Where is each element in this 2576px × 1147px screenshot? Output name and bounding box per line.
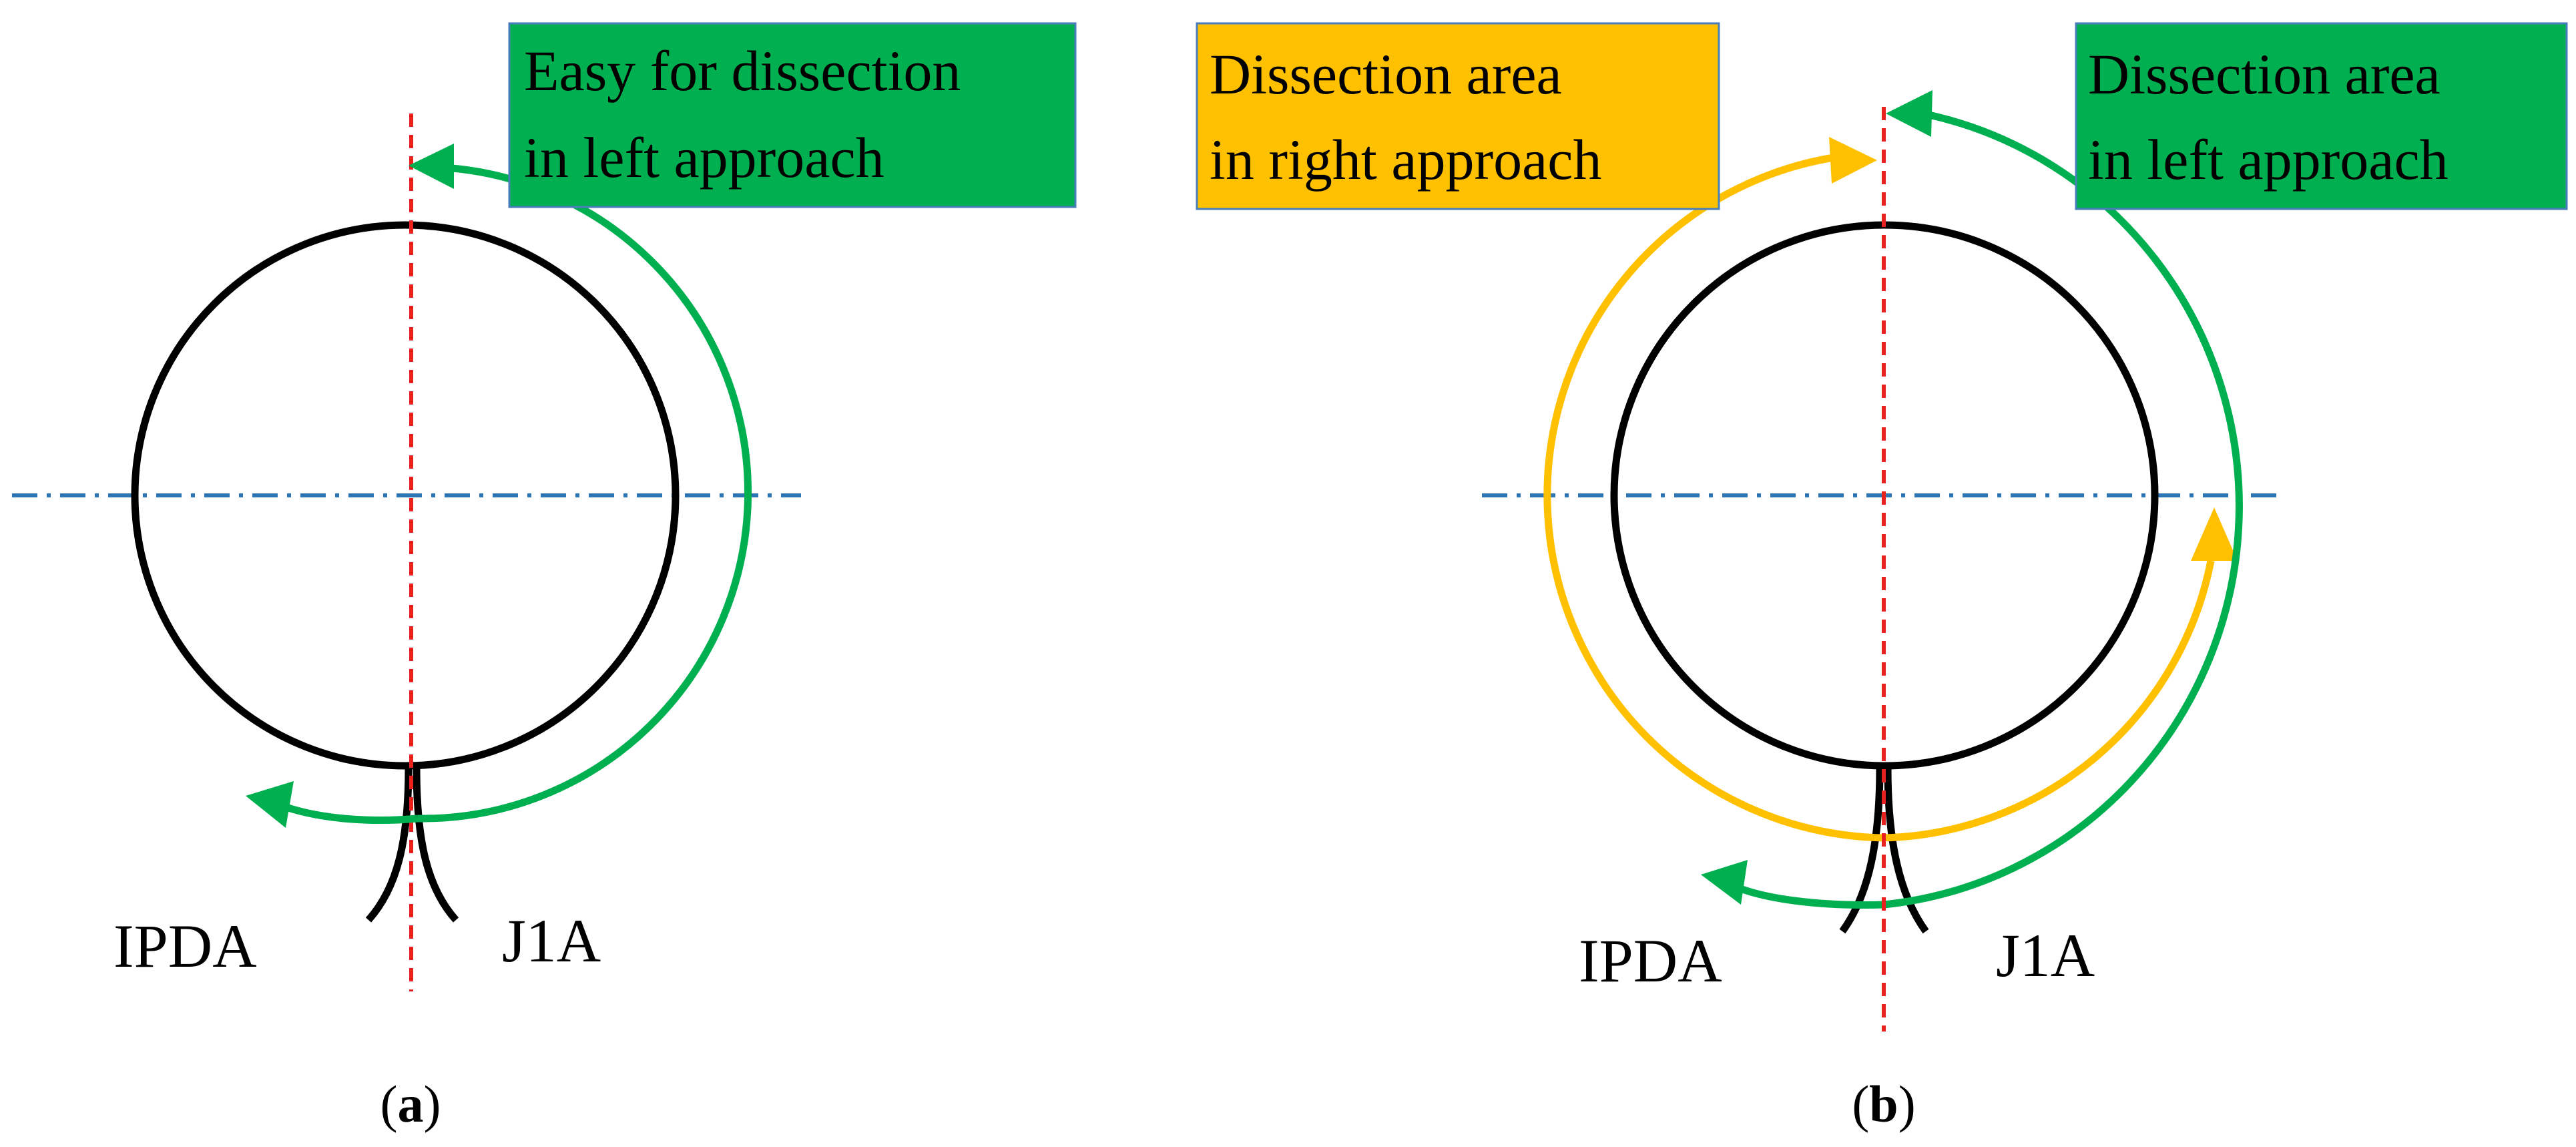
panel-b-right-approach-line2: in right approach xyxy=(1210,128,1601,192)
panel-b-yellow-arrowhead-right xyxy=(2191,507,2238,561)
panel-a: Easy for dissection in left approach IPD… xyxy=(12,22,1077,1133)
panel-b-yellow-arc-left xyxy=(1543,152,1884,842)
panel-a-green-arc-arrow xyxy=(417,163,752,823)
panel-a-j1a-branch xyxy=(413,767,459,923)
panel-b-green-arrowhead-top xyxy=(1886,90,1933,137)
panel-b-left-approach-line1: Dissection area xyxy=(2088,42,2440,106)
panel-b-right-approach-box-bg xyxy=(1196,22,1720,210)
panel-a-green-arrowhead-bottom xyxy=(246,781,294,828)
panel-b-caption: (b) xyxy=(1852,1075,1915,1133)
panel-b: Dissection area in right approach Dissec… xyxy=(1196,22,2568,1133)
panel-a-green-arc-lower xyxy=(279,801,418,825)
panel-a-label-box-bg xyxy=(508,22,1077,208)
panel-b-ipda-label: IPDA xyxy=(1579,927,1722,995)
panel-b-left-approach-box-bg xyxy=(2075,22,2568,210)
panel-a-ipda-label: IPDA xyxy=(113,912,257,980)
panel-b-left-approach-box: Dissection area in left approach xyxy=(2075,22,2568,210)
panel-b-left-approach-line2: in left approach xyxy=(2088,128,2449,192)
panel-b-yellow-arc-right xyxy=(1883,559,2215,842)
panel-a-ipda-branch xyxy=(365,767,413,923)
panel-a-label-line1: Easy for dissection xyxy=(524,39,961,103)
panel-a-green-arrowhead-top xyxy=(409,144,454,189)
panel-a-label-box: Easy for dissection in left approach xyxy=(508,22,1077,208)
panel-a-j1a-label: J1A xyxy=(502,907,601,975)
panel-a-label-line2: in left approach xyxy=(524,126,884,190)
panel-b-green-arrowhead-bottom xyxy=(1701,860,1748,905)
panel-b-yellow-arrowhead-top xyxy=(1829,137,1877,184)
panel-b-ipda-branch xyxy=(1839,767,1884,934)
panel-b-right-approach-box: Dissection area in right approach xyxy=(1196,22,1720,210)
panel-a-caption: (a) xyxy=(380,1075,441,1133)
panel-b-j1a-label: J1A xyxy=(1996,921,2095,989)
panel-b-j1a-branch xyxy=(1884,767,1929,934)
panel-a-circle xyxy=(131,221,680,770)
panel-b-right-approach-line1: Dissection area xyxy=(1210,42,1562,106)
panel-b-green-arc-lower xyxy=(1734,883,1884,909)
